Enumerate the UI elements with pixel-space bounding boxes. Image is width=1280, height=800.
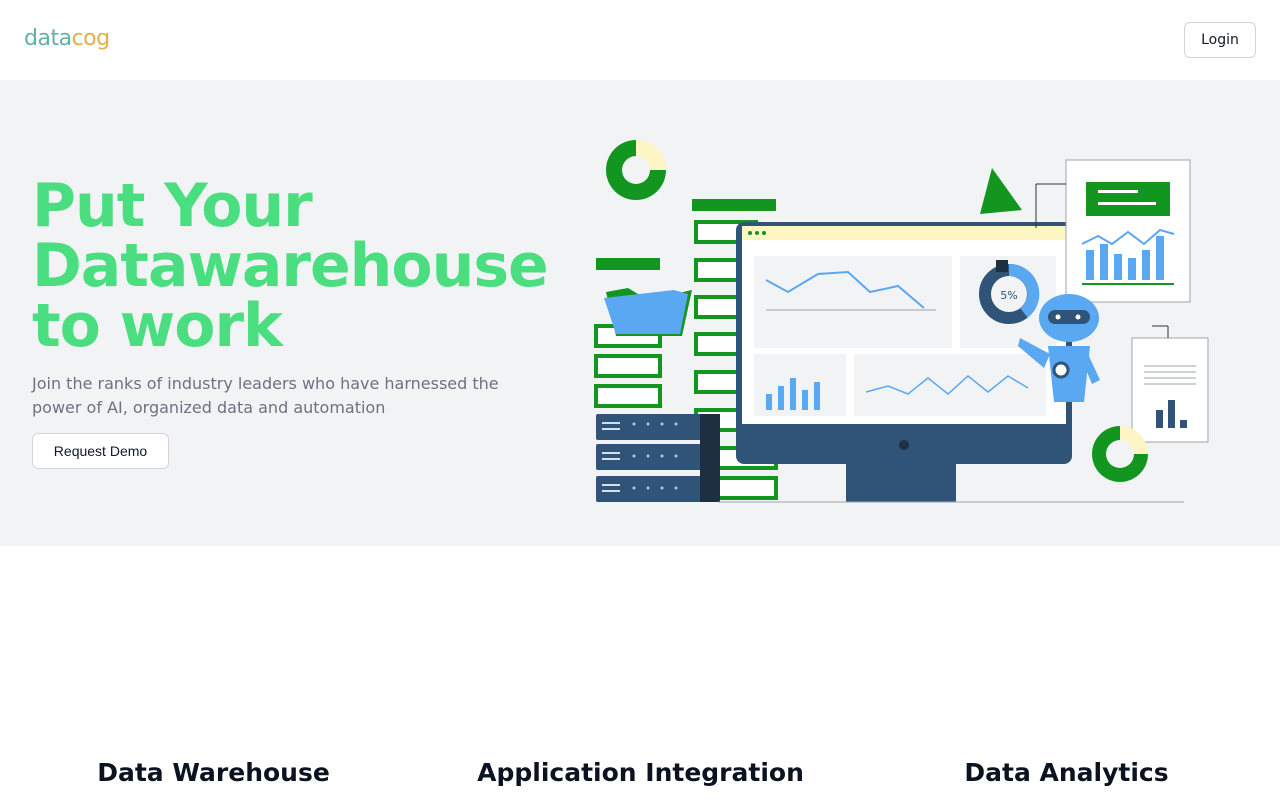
login-button[interactable]: Login — [1184, 22, 1256, 58]
logo-text-data: data — [24, 26, 72, 51]
hero-title-line-2: Datawarehouse — [32, 231, 549, 301]
percentage-donut-icon: 5% — [979, 260, 1040, 324]
feature-title-application-integration: Application Integration — [477, 758, 804, 787]
report-document-icon — [1035, 159, 1191, 303]
robot-assistant-icon — [1018, 294, 1100, 402]
folder-icon — [604, 288, 692, 336]
feature-title-data-warehouse: Data Warehouse — [97, 758, 330, 787]
site-header: datacog Login — [0, 0, 1280, 80]
hero-title-line-3: to work — [32, 291, 283, 361]
datacog-logo[interactable]: datacog — [24, 26, 110, 51]
donut-percentage-label: 5% — [1000, 289, 1017, 302]
logo-text-cog: cog — [71, 26, 111, 51]
donut-chart-icon — [606, 140, 666, 200]
hero-subtitle: Join the ranks of industry leaders who h… — [32, 374, 499, 417]
hero-title: Put Your Datawarehouse to work — [32, 176, 572, 356]
triangle-shape-icon — [980, 168, 1022, 214]
bar-chart-document-icon — [1131, 325, 1209, 443]
server-units-icon — [596, 414, 720, 502]
request-demo-button[interactable]: Request Demo — [32, 433, 169, 469]
hero-illustration: 5% — [594, 140, 1209, 503]
donut-segment-icon — [1092, 426, 1148, 482]
features-section: Data Warehouse Application Integration D… — [0, 546, 1280, 800]
hero-title-line-1: Put Your — [32, 171, 313, 241]
feature-title-data-analytics: Data Analytics — [964, 758, 1169, 787]
